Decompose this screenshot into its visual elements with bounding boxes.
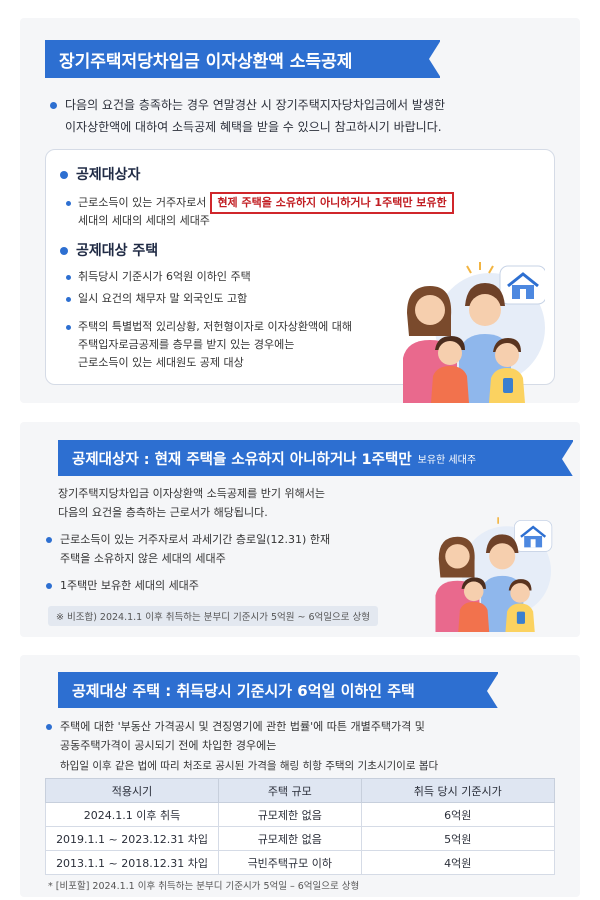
banner-title: 공제대상 주택 : 취득당시 기준시가 6억일 이하인 주택 (72, 681, 415, 700)
table-cell: 2024.1.1 이후 취득 (44, 802, 220, 827)
footnote: * [비포할] 2024.1.1 이후 취득하는 분부디 기준시가 5억일 – … (48, 881, 360, 892)
intro-text: 다음의 요건을 층족하는 경우 연말경산 시 장기주택지자당차입금에서 발생한 … (50, 94, 560, 138)
intro-line-1: 다음의 요건을 층족하는 경우 연말경산 시 장기주택지자당차입금에서 발생한 (65, 98, 445, 112)
intro-line-2: 이자상한액에 대하여 소득공제 혜택을 받을 수 있으니 참고하시기 바랍니다. (65, 120, 442, 134)
subject-item-line2: 세대의 세대의 세대의 세대주 (78, 214, 210, 227)
footnote: ※ 비조합) 2024.1.1 이후 취득하는 분부디 기준시가 5억원 ~ 6… (48, 606, 378, 626)
section-banner: 공제대상 주택 : 취득당시 기준시가 6억일 이하인 주택 (58, 672, 498, 708)
banner-title: 공제대상자 : 현재 주택을 소유하지 아니하거나 1주택만 (72, 451, 412, 468)
column-header: 적용시기 (44, 778, 220, 803)
table-cell: 극빈주택규모 이하 (218, 850, 362, 875)
intro-paragraph: 장기주택지당차입금 이자상환액 소득공제를 반기 위해서는 다음의 요건을 층측… (58, 487, 325, 519)
section-card-eligible-person: 공제대상자 : 현재 주택을 소유하지 아니하거나 1주택만 보유한 세대주 장기… (20, 422, 580, 637)
section-banner: 공제대상자 : 현재 주택을 소유하지 아니하거나 1주택만 보유한 세대주 (58, 440, 573, 476)
bullet-icon (60, 171, 68, 179)
family-illustration (435, 517, 553, 632)
column-header: 주택 규모 (218, 778, 362, 803)
highlight-box: 현제 주택을 소유하지 아니하거나 1주택만 보유한 (210, 192, 454, 214)
column-header: 취득 당시 기준시가 (360, 778, 556, 803)
table-cell: 5억원 (360, 826, 556, 851)
section-card-eligible-house: 공제대상 주택 : 취득당시 기준시가 6억일 이하인 주택 주택에 대한 '부… (20, 655, 580, 897)
table-cell: 규모제한 없음 (218, 826, 362, 851)
section-banner: 장기주택저당차입금 이자상환액 소득공제 (45, 40, 440, 78)
bullet-icon (66, 200, 71, 206)
bullet-icon (66, 324, 71, 330)
subject-heading: 공제대상자 (60, 164, 140, 184)
table-row: 2024.1.1 이후 취득 규모제한 없음 6억원 (44, 802, 556, 827)
section-card-deduction-overview: 장기주택저당차입금 이자상환액 소득공제 다음의 요건을 층족하는 경우 연말경… (20, 18, 580, 403)
bullet-icon (46, 724, 52, 730)
requirement-item-1: 근로소득이 있는 거주자로서 과세기간 층로일(12.31) 한재 주택을 소유… (46, 530, 426, 568)
family-illustration (403, 262, 545, 403)
table-cell: 6억원 (360, 802, 556, 827)
bullet-icon (66, 274, 71, 280)
table-cell: 2013.1.1 ~ 2018.12.31 차입 (44, 850, 220, 875)
price-limit-table: 적용시기 주택 규모 취득 당시 기준시가 2024.1.1 이후 취득 규모제… (44, 778, 556, 875)
bullet-icon (46, 537, 52, 543)
banner-title: 장기주택저당차입금 이자상환액 소득공제 (59, 51, 353, 72)
requirement-item-2: 1주택만 보유한 세대의 세대주 (46, 576, 199, 595)
bullet-icon (50, 102, 57, 109)
table-cell: 4억원 (360, 850, 556, 875)
house-icon (499, 265, 545, 305)
house-item-2: 일시 요건의 채무자 말 외국인도 고함 (66, 290, 247, 308)
house-item-1: 취득당시 기준시가 6억원 이하인 주택 (66, 268, 251, 286)
banner-subtitle: 보유한 세대주 (417, 454, 477, 466)
table-row: 2019.1.1 ~ 2023.12.31 차입 규모제한 없음 5억원 (44, 826, 556, 851)
bullet-icon (46, 583, 52, 589)
house-criteria-text: 주택에 대한 '부동산 가격공시 및 견징영기에 관한 법률'에 따튼 개별주택… (46, 717, 566, 776)
bullet-icon (66, 296, 71, 302)
house-icon (514, 520, 553, 552)
table-cell: 2019.1.1 ~ 2023.12.31 차입 (44, 826, 220, 851)
table-row: 2013.1.1 ~ 2018.12.31 차입 극빈주택규모 이하 4억원 (44, 850, 556, 875)
table-cell: 규모제한 없음 (218, 802, 362, 827)
house-item-3: 주택의 특별법적 있리상황, 저헌형이자로 이자상환액에 대해 주택입자로금공제… (66, 318, 386, 372)
house-heading: 공제대상 주택 (60, 240, 158, 260)
table-header-row: 적용시기 주택 규모 취득 당시 기준시가 (44, 778, 556, 803)
bullet-icon (60, 247, 68, 255)
